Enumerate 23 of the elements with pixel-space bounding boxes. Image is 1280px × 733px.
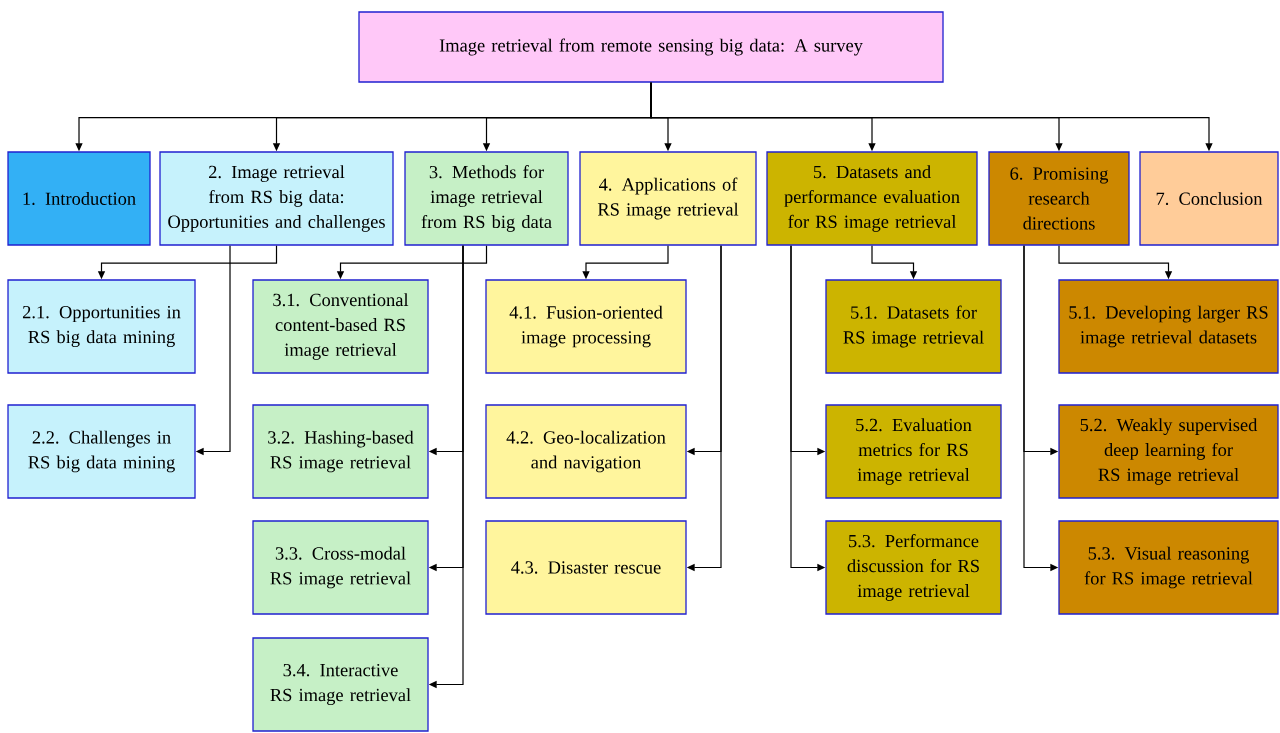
subsection-box: 2.1. Opportunities in RS big data mining <box>7 279 196 374</box>
subsection-box: 4.3. Disaster rescue <box>485 520 687 615</box>
subsection-box: 5.2. Weakly supervised deep learning for RS image retrieval <box>1058 404 1279 499</box>
subsection-box: 2.2. Challenges in RS big data mining <box>7 404 196 499</box>
section-box: 5. Datasets and performance evaluation for RS image retrieval <box>766 151 978 246</box>
section-box: 3. Methods for image retrieval from RS big data <box>404 151 569 246</box>
subsection-box: 4.1. Fusion-oriented image processing <box>485 279 687 374</box>
section-box: 7. Conclusion <box>1139 151 1279 246</box>
subsection-box: 5.2. Evaluation metrics for RS image retrieval <box>825 404 1002 499</box>
title-box: Image retrieval from remote sensing big data: A survey <box>358 11 944 83</box>
subsection-box: 3.2. Hashing-based RS image retrieval <box>252 404 429 499</box>
subsection-box: 5.1. Datasets for RS image retrieval <box>825 279 1002 374</box>
subsection-box: 4.2. Geo-localization and navigation <box>485 404 687 499</box>
subsection-box: 5.3. Visual reasoning for RS image retrieval <box>1058 520 1279 615</box>
section-box: 4. Applications of RS image retrieval <box>579 151 757 246</box>
section-box: 2. Image retrieval from RS big data: Opportunities and challenges <box>159 151 394 246</box>
subsection-box: 5.1. Developing larger RS image retrieval datasets <box>1058 279 1279 374</box>
section-box: 1. Introduction <box>7 151 151 246</box>
subsection-box: 3.3. Cross-modal RS image retrieval <box>252 520 429 615</box>
subsection-box: 3.1. Conventional content-based RS image retrieval <box>252 279 429 374</box>
subsection-box: 3.4. Interactive RS image retrieval <box>252 637 429 732</box>
section-box: 6. Promising research directions <box>988 151 1130 246</box>
subsection-box: 5.3. Performance discussion for RS image retrieval <box>825 520 1002 615</box>
